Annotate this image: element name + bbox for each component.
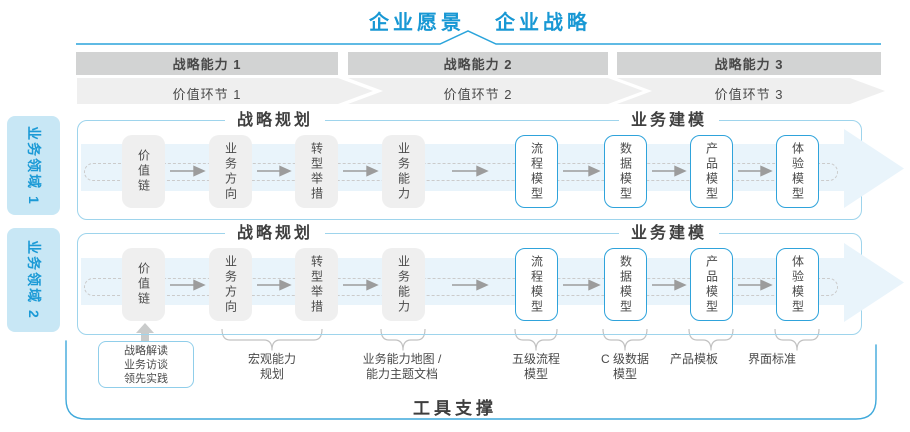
value-chevron-1: [77, 78, 373, 104]
panel-header-planning: 战略规划: [224, 110, 326, 131]
up-arrow-icon: [136, 323, 154, 344]
panel-header-modeling: 业务建模: [618, 223, 720, 244]
capability-bar-2: 战略能力 2: [348, 52, 608, 75]
box-business-direction: 业务方向: [209, 135, 252, 208]
domain-panel-1: 战略规划 业务建模 价值链 业务方向 转型举措 业务能力 流程模型 数据模型 产…: [77, 110, 904, 220]
annotation-five-level-process: 五级流程 模型: [511, 352, 561, 381]
dashed-pipeline: [84, 278, 838, 296]
capability-bar-3: 战略能力 3: [617, 52, 881, 75]
box-transformation-initiatives: 转型举措: [295, 135, 338, 208]
annotation-macro-capability: 宏观能力 规划: [247, 352, 297, 381]
box-value-chain: 价值链: [122, 135, 165, 208]
value-link-3: 价值环节 3: [714, 87, 784, 102]
box-process-model: 流程模型: [515, 135, 558, 208]
dashed-pipeline: [84, 163, 838, 181]
box-data-model: 数据模型: [604, 248, 647, 321]
practice-box: 战略解读 业务访谈 领先实践: [98, 341, 194, 388]
box-business-direction: 业务方向: [209, 248, 252, 321]
tool-support-container: [65, 340, 877, 420]
annotation-product-template: 产品模板: [669, 352, 719, 366]
annotation-brackets: [221, 328, 820, 351]
tool-support-title: 工具支撑: [413, 399, 497, 418]
value-chevron-3: [617, 78, 885, 104]
box-business-capability: 业务能力: [382, 248, 425, 321]
vision-peak-line: [76, 30, 881, 45]
practice-box-text: 战略解读 业务访谈 领先实践: [124, 344, 168, 385]
business-domain-label-1: 业务领域 1: [7, 116, 60, 215]
business-domain-label-2: 业务领域 2: [7, 228, 60, 332]
box-business-capability: 业务能力: [382, 135, 425, 208]
annotation-c-level-data: C 级数据 模型: [600, 352, 650, 381]
annotation-capability-map: 业务能力地图 / 能力主题文档: [362, 352, 442, 381]
capability-bar-1: 战略能力 1: [76, 52, 338, 75]
vision-title: 企业愿景: [369, 12, 465, 34]
capability-bar-3-label: 战略能力 3: [714, 57, 784, 72]
box-product-model: 产品模型: [690, 135, 733, 208]
step-arrows: [170, 279, 773, 291]
business-domain-2-text: 业务领域 2: [25, 240, 42, 320]
box-data-model: 数据模型: [604, 135, 647, 208]
domain-panel-2: 战略规划 业务建模 价值链 业务方向 转型举措 业务能力 流程模型 数据模型 产…: [77, 223, 904, 335]
step-arrows: [170, 165, 773, 177]
panel-header-planning: 战略规划: [224, 223, 326, 244]
box-experience-model: 体验模型: [776, 135, 819, 208]
capability-bar-1-label: 战略能力 1: [172, 57, 242, 72]
annotation-ui-standard: 界面标准: [747, 352, 797, 366]
value-link-1: 价值环节 1: [172, 87, 242, 102]
box-value-chain: 价值链: [122, 248, 165, 321]
box-product-model: 产品模型: [690, 248, 733, 321]
strategy-title: 企业战略: [495, 12, 591, 34]
value-link-2: 价值环节 2: [443, 87, 513, 102]
value-chevron-2: [348, 78, 643, 104]
box-process-model: 流程模型: [515, 248, 558, 321]
top-title: 企业愿景 企业战略: [50, 6, 910, 35]
business-domain-1-text: 业务领域 1: [25, 125, 42, 206]
capability-bar-2-label: 战略能力 2: [443, 57, 513, 72]
panel-header-modeling: 业务建模: [618, 110, 720, 131]
box-transformation-initiatives: 转型举措: [295, 248, 338, 321]
box-experience-model: 体验模型: [776, 248, 819, 321]
